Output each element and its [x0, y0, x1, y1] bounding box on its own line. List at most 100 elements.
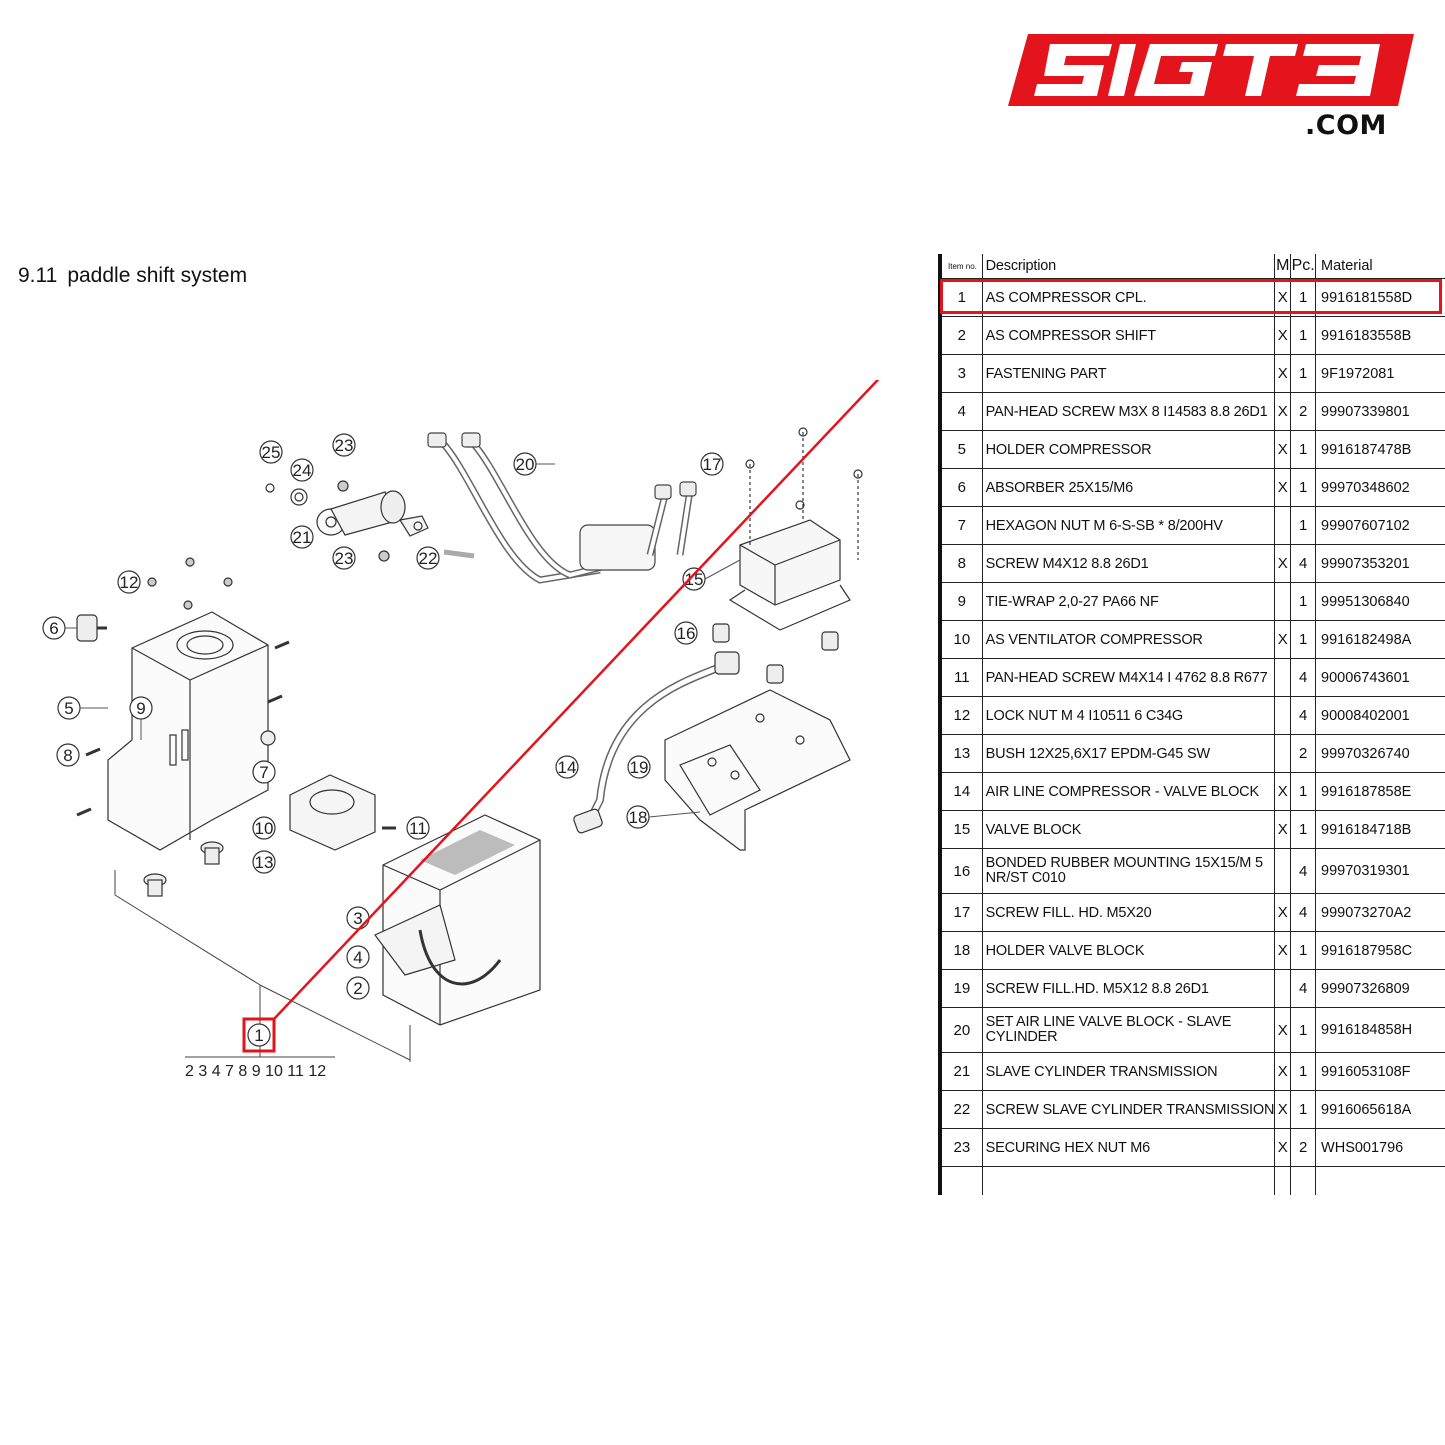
- holder-screws: [76, 640, 290, 817]
- callout-12: 12: [120, 573, 139, 592]
- cell-piece-count: 1: [1290, 430, 1317, 469]
- header-pc: Pc.: [1290, 254, 1317, 279]
- cell-description: PAN-HEAD SCREW M3X 8 I14583 8.8 26D1: [982, 392, 1276, 431]
- cell-piece-count: 2: [1290, 734, 1317, 773]
- cell-m-flag: X: [1274, 544, 1292, 583]
- cell-m-flag: X: [1274, 931, 1292, 970]
- cell-piece-count: 2: [1290, 1128, 1317, 1167]
- callout-21: 21: [293, 528, 312, 547]
- header-item-no: Item no.: [937, 254, 983, 279]
- cell-item-no: 12: [937, 696, 983, 735]
- cell-piece-count: 4: [1290, 544, 1317, 583]
- cell-piece-count: 1: [1290, 278, 1317, 317]
- cell-piece-count: 1: [1290, 1090, 1317, 1129]
- cell-piece-count: 4: [1290, 969, 1317, 1008]
- callout-23a: 23: [335, 436, 354, 455]
- cell-m-flag: [1274, 506, 1292, 545]
- cell-empty: [1316, 1167, 1445, 1196]
- cell-m-flag: [1274, 969, 1292, 1008]
- cell-piece-count: 1: [1290, 354, 1317, 393]
- cell-empty: [1274, 1166, 1292, 1195]
- cell-item-no: 22: [937, 1090, 983, 1129]
- brand-logo[interactable]: [1008, 34, 1414, 144]
- valve-block-holder-part[interactable]: [664, 689, 851, 851]
- callout-24: 24: [293, 461, 312, 480]
- logo-suffix: .COM: [1305, 110, 1387, 141]
- valve-block-part[interactable]: [728, 427, 863, 631]
- hex-nut-part[interactable]: [260, 730, 276, 746]
- absorber-part[interactable]: [76, 614, 107, 642]
- cell-m-flag: X: [1274, 772, 1292, 811]
- callout-4: 4: [353, 948, 362, 967]
- cell-item-no: 16: [937, 848, 983, 894]
- air-line-set-part[interactable]: [427, 432, 697, 584]
- callout-5: 5: [64, 699, 73, 718]
- ventilator-part[interactable]: [289, 774, 396, 851]
- cell-material-number: WHS001796: [1315, 1128, 1445, 1167]
- callout-1: 1: [254, 1026, 263, 1045]
- callout-23b: 23: [335, 549, 354, 568]
- cell-description: ABSORBER 25X15/M6: [982, 468, 1276, 507]
- cell-item-no: 6: [937, 468, 983, 507]
- cell-description: SECURING HEX NUT M6: [982, 1128, 1276, 1167]
- cell-piece-count: 1: [1290, 316, 1317, 355]
- rubber-mountings-part[interactable]: [712, 623, 839, 684]
- cell-m-flag: X: [1274, 1090, 1292, 1129]
- cell-m-flag: X: [1274, 316, 1292, 355]
- cell-description: SLAVE CYLINDER TRANSMISSION: [982, 1052, 1276, 1091]
- cell-piece-count: 2: [1290, 392, 1317, 431]
- table-row-empty: [937, 1166, 1445, 1196]
- cell-m-flag: [1274, 582, 1292, 621]
- slave-cylinder-part[interactable]: [265, 480, 475, 562]
- callout-25: 25: [262, 443, 281, 462]
- cell-material-number: 90008402001: [1315, 696, 1445, 735]
- cell-description: AS COMPRESSOR CPL.: [982, 278, 1276, 317]
- cell-item-no: 13: [937, 734, 983, 773]
- cell-material-number: 9916187478B: [1315, 430, 1445, 469]
- cell-material-number: 99907607102: [1315, 506, 1445, 545]
- cell-item-no: 2: [937, 316, 983, 355]
- cell-description: LOCK NUT M 4 I10511 6 C34G: [982, 696, 1276, 735]
- cell-description: SET AIR LINE VALVE BLOCK - SLAVE CYLINDE…: [982, 1007, 1276, 1053]
- compressor-air-line-part[interactable]: [573, 651, 740, 834]
- cell-material-number: 99970348602: [1315, 468, 1445, 507]
- cell-material-number: 90006743601: [1315, 658, 1445, 697]
- bush-part[interactable]: [143, 841, 224, 897]
- cell-m-flag: [1274, 658, 1292, 697]
- cell-piece-count: 1: [1290, 1052, 1317, 1091]
- exploded-parts-diagram: 1 2 3 4 5 6 7 8 9 10 11 12 13 14 15 16 1…: [42, 380, 880, 1080]
- cell-item-no: 10: [937, 620, 983, 659]
- cell-m-flag: [1274, 848, 1292, 894]
- compressor-shift-part[interactable]: [374, 814, 541, 1026]
- cell-item-no: 18: [937, 931, 983, 970]
- cell-m-flag: [1274, 734, 1292, 773]
- cell-item-no: 21: [937, 1052, 983, 1091]
- cell-material-number: 9916182498A: [1315, 620, 1445, 659]
- compressor-holder-part[interactable]: [107, 557, 269, 851]
- callout-15: 15: [685, 570, 704, 589]
